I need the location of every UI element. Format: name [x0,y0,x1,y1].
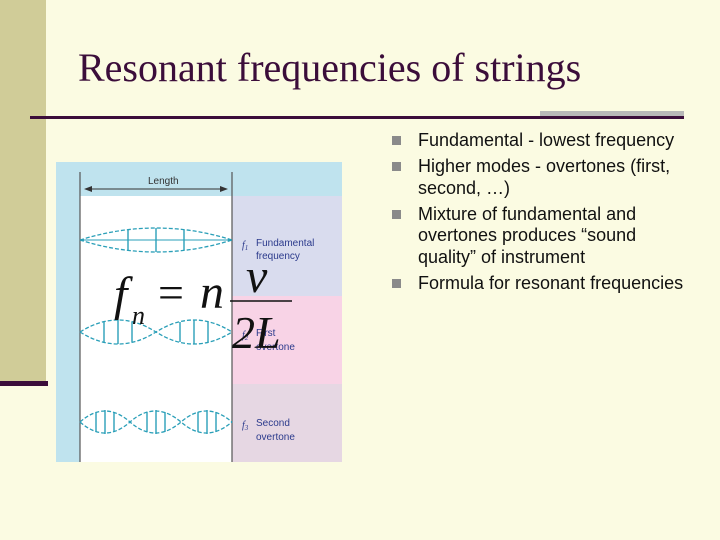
left-accent-bar-foot [0,381,48,386]
bullet-item: Formula for resonant frequencies [392,273,692,295]
band-top-blue [80,162,342,196]
mode-2-arrows [103,320,209,344]
bullet-item: Fundamental - lowest frequency [392,130,692,152]
title-rule [30,116,684,119]
formula-numerator: v [246,250,268,303]
mode-2-label-line2: overtone [256,342,295,353]
formula-lhs-sub: n [132,301,145,330]
mode-2-label-line1: First [256,328,276,339]
bullet-text: Higher modes - overtones (first, second,… [418,156,671,198]
band-mode-3 [232,384,342,462]
mode-3-label-line1: Second [256,418,290,429]
left-accent-bar [0,0,46,384]
standing-wave-figure: Length f1 Fundamental frequency f2 First… [56,162,342,462]
length-label: Length [148,176,179,187]
mode-1-arrows [127,228,185,252]
mode-3-arrows [95,410,217,434]
slide-title: Resonant frequencies of strings [78,45,582,90]
mode-2-wave [79,319,233,345]
bullet-list: Fundamental - lowest frequency Higher mo… [392,130,692,299]
bullet-text: Mixture of fundamental and overtones pro… [418,203,637,267]
formula-denominator: 2L [232,307,281,358]
standing-wave-diagram: Length f1 Fundamental frequency f2 First… [56,162,342,462]
mode-3-label-line2: overtone [256,432,295,443]
formula-equals: = [158,267,184,318]
square-bullet-icon [392,209,401,219]
mode-3-symbol: f3 [242,420,249,432]
bullet-item: Higher modes - overtones (first, second,… [392,156,692,199]
band-mode-2 [232,296,342,384]
mode-1-label-line2: frequency [256,251,300,262]
length-arrowhead-left [84,186,92,192]
bullet-text: Formula for resonant frequencies [418,272,684,293]
formula-coef: n [200,266,224,319]
band-left-blue [56,162,80,462]
length-arrowhead-right [220,186,228,192]
mode-2-symbol: f2 [242,330,249,342]
mode-1-label-line1: Fundamental [256,238,314,249]
square-bullet-icon [392,278,401,288]
bullet-item: Mixture of fundamental and overtones pro… [392,204,692,269]
square-bullet-icon [392,136,401,145]
formula-lhs: f [114,268,133,321]
band-mode-1 [232,196,342,296]
mode-1-symbol: f1 [242,240,248,252]
bullet-text: Fundamental - lowest frequency [418,130,675,150]
square-bullet-icon [392,162,401,171]
title-rule-accent [540,111,684,119]
